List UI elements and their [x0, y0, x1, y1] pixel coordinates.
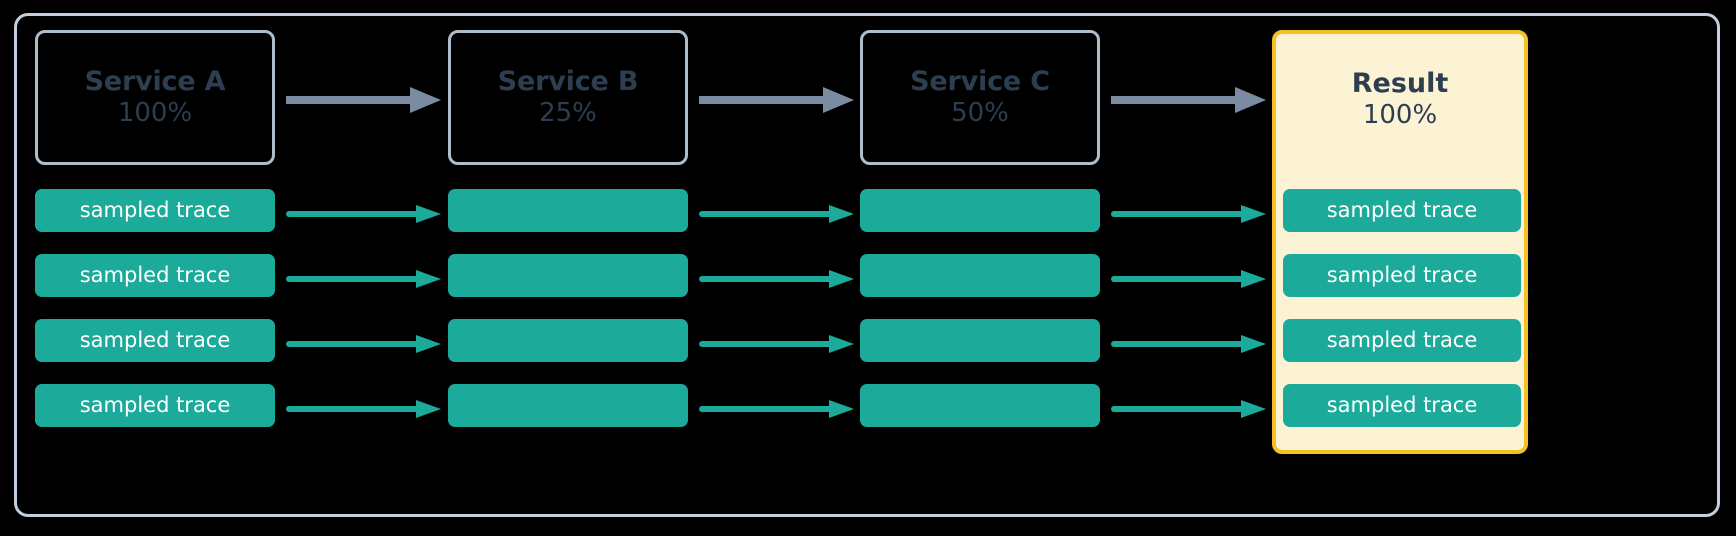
- trace-label: sampled trace: [79, 198, 231, 222]
- service-box-c: Service C 50%: [860, 30, 1100, 165]
- service-c-title: Service C: [910, 66, 1050, 98]
- result-percent: 100%: [1362, 100, 1438, 131]
- trace-label: sampled trace: [1326, 198, 1478, 222]
- service-b-percent: 25%: [539, 98, 597, 129]
- trace-bar-a-row2: sampled trace: [35, 319, 275, 362]
- trace-bar-c-row0: [860, 189, 1100, 232]
- service-box-a: Service A 100%: [35, 30, 275, 165]
- trace-label: sampled trace: [1326, 393, 1478, 417]
- result-header: Result 100%: [1276, 34, 1524, 165]
- trace-bar-a-row0: sampled trace: [35, 189, 275, 232]
- trace-bar-result-row2: sampled trace: [1283, 319, 1521, 362]
- trace-label: sampled trace: [79, 328, 231, 352]
- diagram-outer-frame: [14, 13, 1720, 517]
- trace-bar-a-row1: sampled trace: [35, 254, 275, 297]
- result-box: Result 100%: [1272, 30, 1528, 454]
- trace-bar-c-row1: [860, 254, 1100, 297]
- result-title: Result: [1351, 68, 1449, 100]
- trace-label: sampled trace: [79, 393, 231, 417]
- service-box-b: Service B 25%: [448, 30, 688, 165]
- trace-label: sampled trace: [79, 263, 231, 287]
- trace-bar-b-row2: [448, 319, 688, 362]
- trace-bar-b-row1: [448, 254, 688, 297]
- trace-bar-b-row0: [448, 189, 688, 232]
- trace-bar-result-row0: sampled trace: [1283, 189, 1521, 232]
- trace-bar-a-row3: sampled trace: [35, 384, 275, 427]
- service-b-title: Service B: [497, 66, 639, 98]
- trace-bar-c-row3: [860, 384, 1100, 427]
- service-a-title: Service A: [84, 66, 226, 98]
- trace-label: sampled trace: [1326, 328, 1478, 352]
- trace-bar-result-row1: sampled trace: [1283, 254, 1521, 297]
- trace-bar-c-row2: [860, 319, 1100, 362]
- trace-label: sampled trace: [1326, 263, 1478, 287]
- trace-bar-result-row3: sampled trace: [1283, 384, 1521, 427]
- service-a-percent: 100%: [117, 98, 193, 129]
- trace-bar-b-row3: [448, 384, 688, 427]
- service-c-percent: 50%: [951, 98, 1009, 129]
